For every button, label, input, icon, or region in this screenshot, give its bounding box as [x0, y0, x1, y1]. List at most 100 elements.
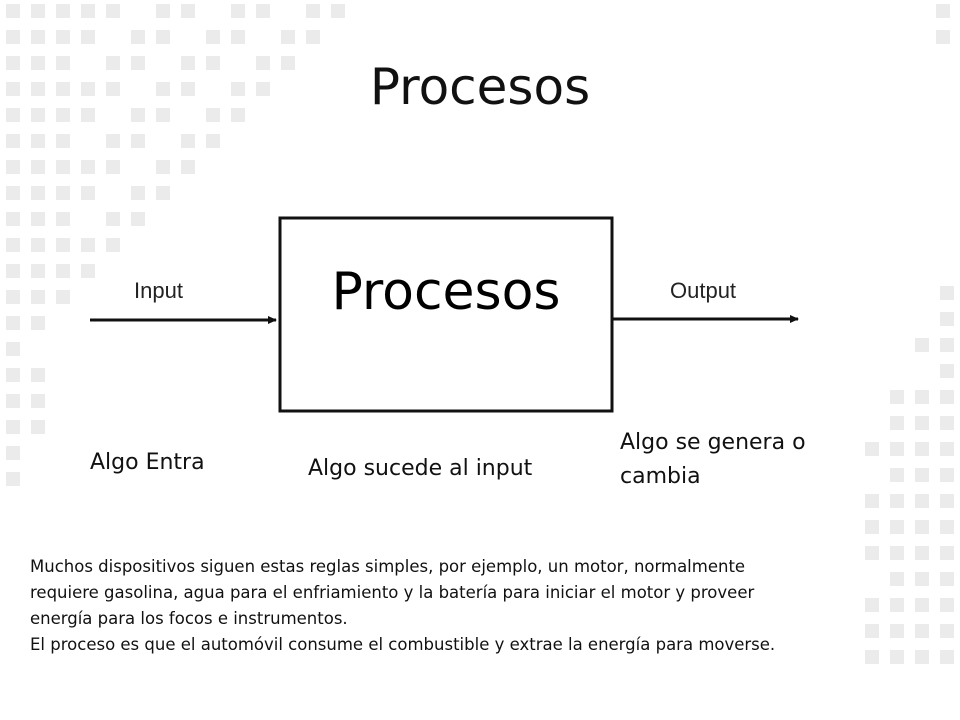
decor-square [915, 468, 929, 482]
decor-square [31, 160, 45, 174]
decor-square [81, 30, 95, 44]
caption-input: Algo Entra [90, 450, 205, 475]
decor-square [331, 4, 345, 18]
decor-square [131, 108, 145, 122]
decor-square [281, 30, 295, 44]
decor-square [890, 468, 904, 482]
decor-square [890, 520, 904, 534]
decor-square [306, 4, 320, 18]
decor-square [6, 472, 20, 486]
decor-square [6, 368, 20, 382]
body-line: requiere gasolina, agua para el enfriami… [30, 583, 755, 602]
decor-square [56, 290, 70, 304]
decor-square [231, 82, 245, 96]
decor-square [890, 572, 904, 586]
decor-square [106, 212, 120, 226]
decor-square [106, 4, 120, 18]
decor-square [6, 342, 20, 356]
decor-square [281, 56, 295, 70]
decor-square [915, 494, 929, 508]
decor-square [81, 108, 95, 122]
decor-square [56, 108, 70, 122]
caption-output: Algo se genera o cambia [620, 430, 806, 489]
decor-square [31, 264, 45, 278]
decor-square [31, 4, 45, 18]
decor-square [31, 394, 45, 408]
decor-square [940, 364, 954, 378]
decor-square [56, 186, 70, 200]
decor-square [6, 4, 20, 18]
decor-square [915, 572, 929, 586]
decor-square [31, 368, 45, 382]
decor-square [231, 108, 245, 122]
decor-square [81, 4, 95, 18]
decor-square [181, 160, 195, 174]
caption-process: Algo sucede al input [308, 456, 533, 481]
decor-square [940, 416, 954, 430]
decor-square [915, 416, 929, 430]
decor-square [6, 160, 20, 174]
decor-square [81, 264, 95, 278]
decor-square [206, 56, 220, 70]
decor-square [31, 290, 45, 304]
decor-square [181, 134, 195, 148]
decor-square [865, 624, 879, 638]
decor-square [936, 4, 950, 18]
decor-square [56, 56, 70, 70]
decor-square [940, 650, 954, 664]
decor-square [106, 82, 120, 96]
decor-square [106, 134, 120, 148]
decor-square [865, 650, 879, 664]
decor-square [915, 546, 929, 560]
decor-square [56, 30, 70, 44]
decor-square [31, 56, 45, 70]
decor-square [6, 316, 20, 330]
decor-square [940, 624, 954, 638]
decor-square [6, 238, 20, 252]
decor-square [131, 134, 145, 148]
decor-square [181, 4, 195, 18]
decor-square [940, 468, 954, 482]
decor-square [231, 30, 245, 44]
body-line: Muchos dispositivos siguen estas reglas … [30, 557, 746, 576]
decor-square [256, 82, 270, 96]
decor-square [940, 442, 954, 456]
decor-square [56, 264, 70, 278]
decor-square [81, 160, 95, 174]
decor-square [940, 520, 954, 534]
output-label: Output [670, 278, 737, 303]
decor-square [31, 316, 45, 330]
decor-square [940, 338, 954, 352]
decor-square [915, 650, 929, 664]
decor-square [56, 82, 70, 96]
decor-square [31, 420, 45, 434]
decor-square [56, 4, 70, 18]
decor-square [131, 186, 145, 200]
decor-square [890, 494, 904, 508]
decor-square [890, 442, 904, 456]
process-box-label: Procesos [331, 262, 561, 322]
decor-square [206, 30, 220, 44]
decor-square [56, 212, 70, 226]
decor-square [31, 108, 45, 122]
process-box [278, 216, 614, 413]
decor-square [890, 546, 904, 560]
decor-square [256, 56, 270, 70]
decor-square [890, 416, 904, 430]
body-line: energía para los focos e instrumentos. [30, 609, 348, 628]
decor-square [6, 108, 20, 122]
decor-square [181, 82, 195, 96]
decor-square [181, 56, 195, 70]
decor-square [156, 30, 170, 44]
decor-square [940, 312, 954, 326]
decor-square [206, 108, 220, 122]
decor-square [890, 390, 904, 404]
decor-square [940, 494, 954, 508]
decor-square [31, 30, 45, 44]
decor-square [131, 212, 145, 226]
decor-square [865, 598, 879, 612]
decor-square [231, 4, 245, 18]
decor-square [865, 494, 879, 508]
